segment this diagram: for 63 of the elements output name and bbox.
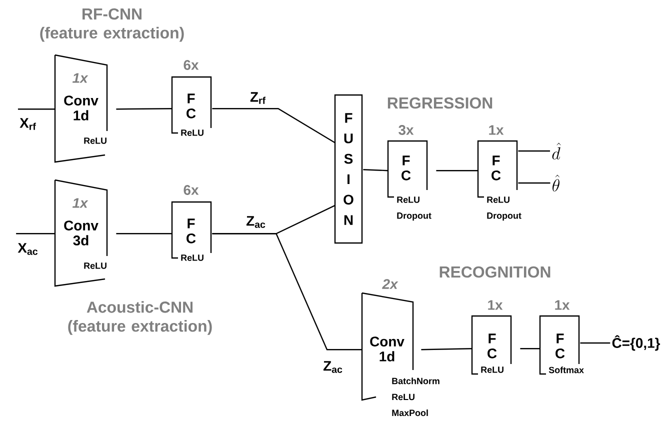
edge-label: Z$_{rf}$: [248, 91, 268, 105]
connector-line: [212, 108, 336, 144]
block-label: F C: [186, 218, 196, 244]
section-title: RECOGNITION: [440, 266, 550, 278]
connector-line: [518, 182, 550, 184]
connector-line: [436, 170, 478, 172]
section-title: RF-CNN (feature extraction): [40, 8, 184, 42]
block-label: F C: [488, 334, 497, 358]
connector-line: [580, 342, 610, 344]
section-title: REGRESSION: [388, 97, 492, 109]
layer-count: 1x: [72, 198, 88, 208]
layer-count: 1x: [72, 73, 88, 83]
activation-label: ReLU: [181, 130, 204, 136]
layer-count: 3x: [398, 125, 414, 135]
conv-layer-block: [54, 54, 108, 163]
connector-line: [16, 233, 55, 234]
fusion-box: [334, 94, 363, 244]
activation-label: ReLU: [481, 366, 504, 373]
layer-count: 1x: [489, 125, 504, 135]
layer-count: 1x: [488, 300, 503, 310]
connector-line: [212, 233, 362, 350]
fc-layer-block: [171, 60, 212, 136]
block-label: Conv 1d: [64, 96, 98, 120]
activation-label: ReLU: [84, 262, 106, 269]
layer-count: 6x: [184, 185, 199, 195]
layer-count: 6x: [184, 60, 199, 70]
activation-label: ReLU Dropout: [487, 196, 522, 221]
io-label: $\hat{\theta}$: [552, 174, 560, 192]
block-label: F C: [556, 334, 565, 358]
block-label: F C: [492, 156, 501, 180]
connector-line: [518, 150, 550, 152]
activation-label: BatchNorm ReLU MaxPool: [392, 378, 440, 416]
section-title: Acoustic-CNN (feature extraction): [68, 301, 212, 335]
layer-count: 1x: [555, 300, 570, 310]
activation-label: Softmax: [548, 366, 584, 374]
fc-layer-block: [387, 125, 432, 221]
connector-line: [116, 108, 172, 110]
io-label: Ĉ={0,1}: [612, 335, 660, 351]
edge-label: Z$_{ac}$: [245, 215, 267, 229]
block-label: Conv 3d: [64, 220, 98, 246]
fc-layer-block: [471, 300, 512, 375]
connector-line: [520, 348, 540, 350]
block-label: Conv 1d: [370, 336, 404, 362]
activation-label: ReLU: [181, 254, 204, 261]
connector-line: [363, 169, 388, 172]
fc-layer-block: [171, 185, 212, 261]
activation-label: ReLU: [84, 138, 106, 144]
activation-label: ReLU Dropout: [397, 196, 432, 221]
block-label: F C: [186, 94, 196, 118]
layer-count: 2x: [382, 279, 398, 289]
io-label: $\hat{d}$: [552, 142, 561, 160]
block-label: F U S I O N: [344, 113, 354, 225]
conv-layer-block: [361, 279, 440, 416]
connector-line: [116, 233, 172, 234]
edge-label: Z$_{ac}$: [322, 360, 344, 374]
io-label: X$_{ac}$: [18, 243, 38, 255]
fc-layer-block: [477, 125, 522, 221]
connector-line: [18, 108, 55, 110]
block-label: F C: [402, 156, 411, 180]
fc-layer-block: [539, 300, 584, 375]
connector-line: [421, 348, 472, 350]
conv-layer-block: [54, 179, 108, 287]
io-label: X$_{rf}$: [20, 118, 36, 130]
